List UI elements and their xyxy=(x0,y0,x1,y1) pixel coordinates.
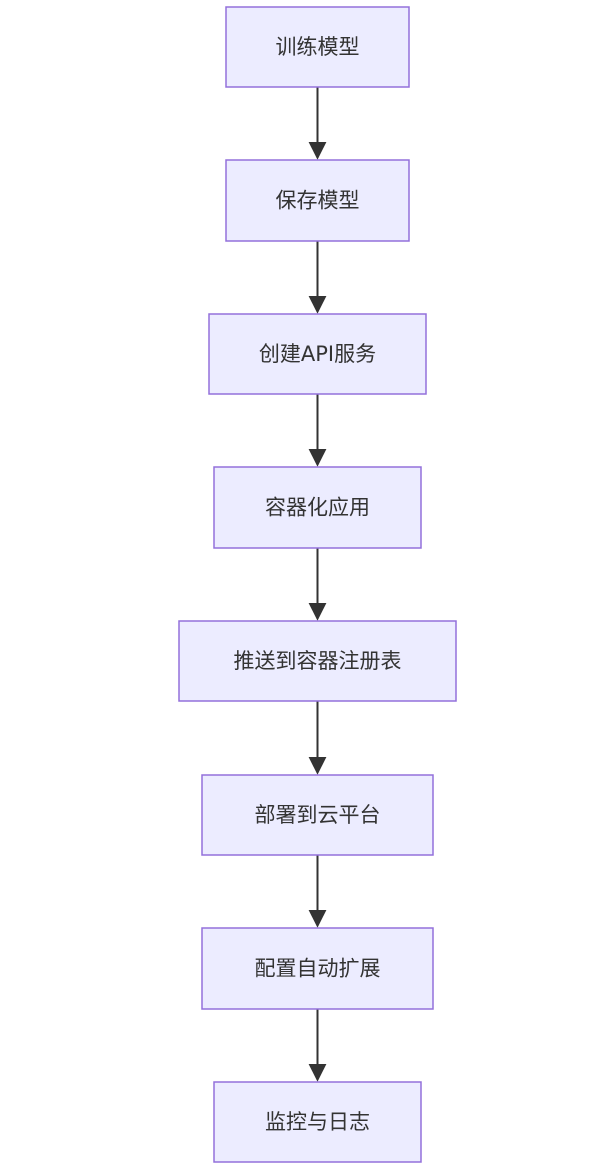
node-deploy-to-cloud[interactable]: 部署到云平台 xyxy=(201,774,434,856)
node-label: 训练模型 xyxy=(276,35,360,59)
node-label: 保存模型 xyxy=(276,189,360,213)
node-box xyxy=(213,466,422,549)
node-box xyxy=(178,620,457,702)
node-box xyxy=(201,774,434,856)
node-save-model[interactable]: 保存模型 xyxy=(225,159,410,242)
node-label: 容器化应用 xyxy=(265,496,370,520)
node-box xyxy=(213,1081,422,1163)
node-box xyxy=(201,927,434,1010)
nodes-group: 训练模型 保存模型 创建API服务 容器化应用 推送到容器注册表 部署到云平台 … xyxy=(178,6,457,1163)
node-label: 监控与日志 xyxy=(265,1110,370,1134)
node-train-model[interactable]: 训练模型 xyxy=(225,6,410,88)
node-push-to-registry[interactable]: 推送到容器注册表 xyxy=(178,620,457,702)
node-configure-autoscaling[interactable]: 配置自动扩展 xyxy=(201,927,434,1010)
node-label: 部署到云平台 xyxy=(255,803,381,827)
node-containerize-app[interactable]: 容器化应用 xyxy=(213,466,422,549)
node-box xyxy=(208,313,427,395)
node-label: 推送到容器注册表 xyxy=(234,649,402,673)
node-label: 创建API服务 xyxy=(259,342,376,366)
node-box xyxy=(225,6,410,88)
node-box xyxy=(225,159,410,242)
node-create-api-service[interactable]: 创建API服务 xyxy=(208,313,427,395)
node-label: 配置自动扩展 xyxy=(255,957,381,981)
node-monitoring-logging[interactable]: 监控与日志 xyxy=(213,1081,422,1163)
